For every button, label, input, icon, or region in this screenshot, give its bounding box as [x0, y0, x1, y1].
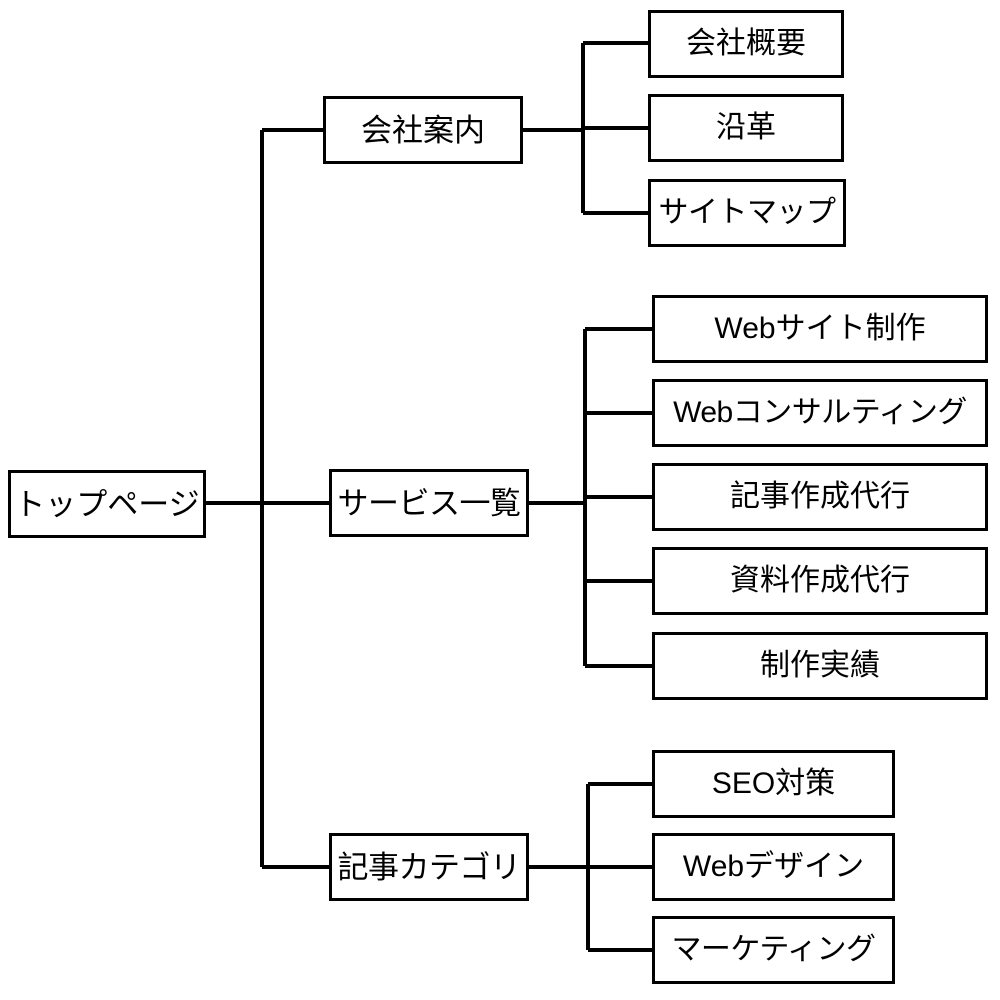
node-leaf-website-production[interactable]: Webサイト制作 — [652, 295, 988, 363]
node-branch-article-category[interactable]: 記事カテゴリ — [329, 833, 529, 901]
node-leaf-website-production-label: Webサイト制作 — [714, 312, 926, 345]
node-root-top-page[interactable]: トップページ — [8, 470, 206, 538]
node-leaf-article-writing-service-label: 記事作成代行 — [730, 480, 910, 513]
node-leaf-sitemap-label: サイトマップ — [658, 196, 837, 229]
node-leaf-company-profile[interactable]: 会社概要 — [648, 10, 844, 78]
node-branch-article-category-label: 記事カテゴリ — [337, 849, 522, 885]
node-leaf-web-design-label: Webデザイン — [682, 850, 865, 883]
node-leaf-seo-label: SEO対策 — [711, 767, 836, 800]
node-leaf-document-creation-service[interactable]: 資料作成代行 — [652, 547, 988, 615]
node-leaf-marketing-label: マーケティング — [671, 933, 876, 966]
node-leaf-seo[interactable]: SEO対策 — [652, 750, 895, 818]
node-root-label: トップページ — [14, 486, 200, 522]
node-leaf-company-profile-label: 会社概要 — [686, 27, 806, 60]
node-branch-service-list-label: サービス一覧 — [337, 485, 522, 521]
node-leaf-portfolio[interactable]: 制作実績 — [652, 632, 988, 700]
node-leaf-web-design[interactable]: Webデザイン — [652, 833, 895, 901]
node-leaf-document-creation-service-label: 資料作成代行 — [730, 564, 910, 597]
node-leaf-history-label: 沿革 — [716, 111, 776, 144]
node-branch-company-info[interactable]: 会社案内 — [323, 96, 523, 164]
node-leaf-web-consulting[interactable]: Webコンサルティング — [652, 379, 988, 447]
node-leaf-sitemap[interactable]: サイトマップ — [648, 179, 846, 247]
node-branch-company-info-label: 会社案内 — [361, 112, 485, 148]
node-leaf-history[interactable]: 沿革 — [648, 94, 844, 162]
node-leaf-marketing[interactable]: マーケティング — [652, 916, 895, 984]
node-branch-service-list[interactable]: サービス一覧 — [329, 469, 529, 537]
node-leaf-portfolio-label: 制作実績 — [760, 649, 880, 682]
node-leaf-web-consulting-label: Webコンサルティング — [673, 396, 967, 429]
node-leaf-article-writing-service[interactable]: 記事作成代行 — [652, 463, 988, 531]
